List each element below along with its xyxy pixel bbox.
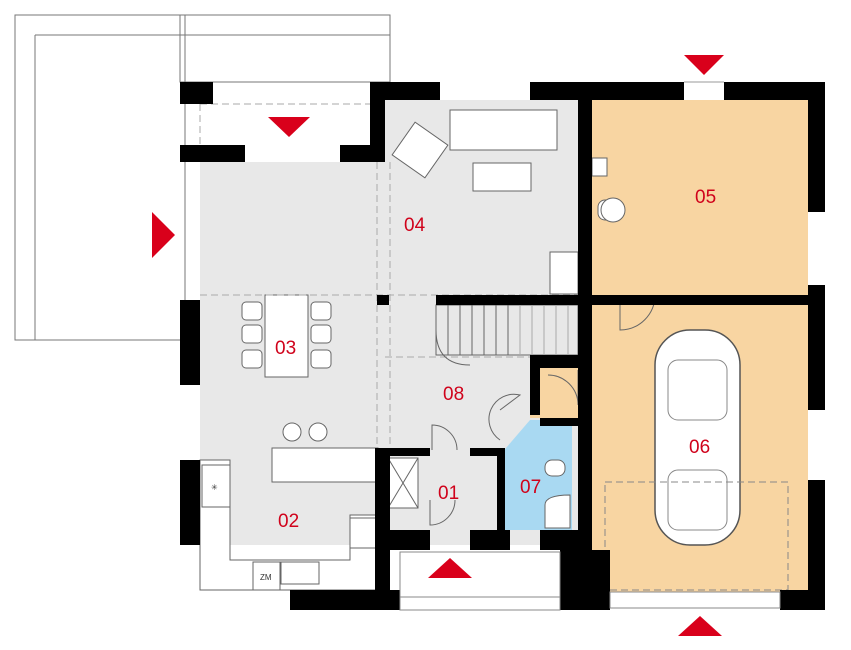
room-floor-05	[592, 100, 808, 295]
entrance-arrow-utility	[684, 55, 724, 75]
room-label-04: 04	[404, 215, 426, 236]
kitchen-counters: ✳ ZM	[199, 422, 379, 591]
walls	[180, 82, 825, 611]
sink	[280, 561, 320, 585]
room-label-03: 03	[275, 338, 296, 359]
stove	[349, 517, 377, 549]
room-label-08: 08	[443, 384, 464, 405]
doors	[429, 81, 724, 526]
bathroom-fixtures	[387, 157, 626, 529]
entrance-arrow-terrace	[268, 117, 310, 137]
dining-table	[241, 294, 332, 378]
entrance-arrow-west	[152, 212, 175, 258]
entrance-arrow-garage	[678, 616, 722, 636]
car	[604, 329, 789, 591]
room-label-06: 06	[689, 437, 710, 458]
living-furniture	[391, 109, 579, 295]
room-label-02: 02	[278, 511, 299, 532]
entrance-arrow-main	[428, 558, 472, 578]
room-label-01: 01	[438, 483, 459, 504]
room-label-05: 05	[695, 187, 716, 208]
fan-icon: ✳	[211, 483, 218, 492]
room-label-07: 07	[520, 477, 541, 498]
terrace	[14, 14, 391, 341]
appliance-label: ZM	[260, 573, 272, 582]
staircase	[435, 304, 579, 366]
